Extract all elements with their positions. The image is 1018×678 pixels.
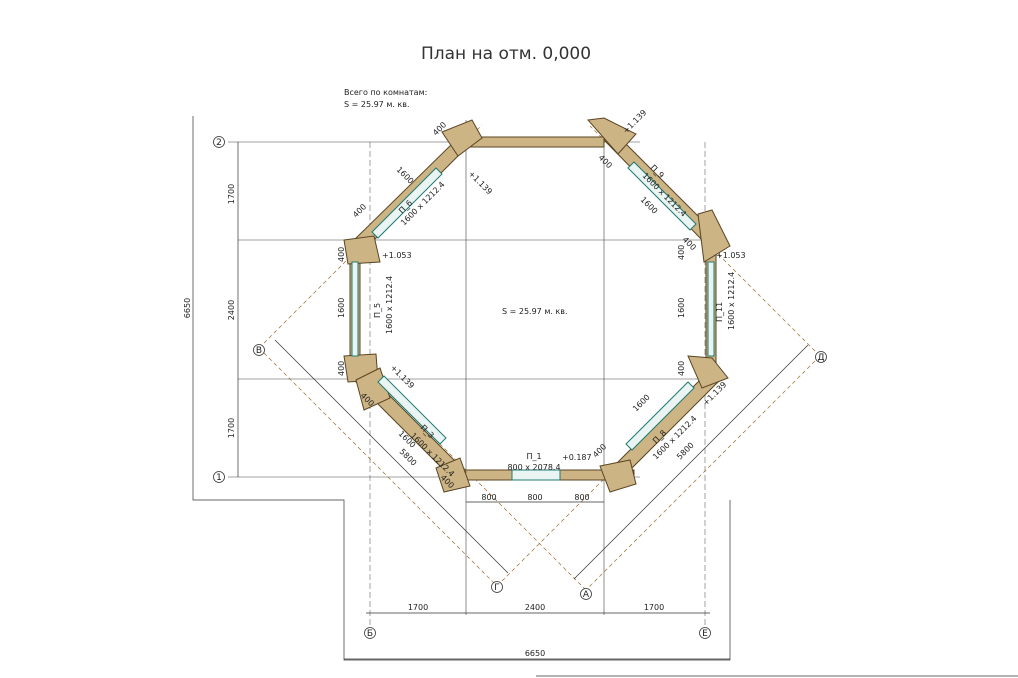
dim-400-left-lower: 400 — [337, 361, 346, 376]
corner-block-top-right — [586, 117, 637, 155]
corner-block-bottom-left — [435, 457, 471, 493]
level-mark-bottom: +0.187 — [562, 453, 592, 462]
window-p1-pane — [511, 469, 561, 481]
plan-title: План на отм. 0,000 — [421, 44, 591, 64]
axis-label-b: Б — [367, 629, 373, 639]
dim-line-5800-left — [274, 339, 509, 574]
dim-1700-bottom-right: 1700 — [644, 603, 664, 612]
dim-1600-right: 1600 — [677, 298, 686, 318]
dim-400-top-right: 400 — [597, 153, 614, 170]
level-mark-top-right: +1.139 — [621, 108, 648, 135]
axis-bubble-v: В — [253, 344, 265, 356]
dim-5800-right: 5800 — [675, 441, 696, 462]
area-summary-value: S = 25.97 м. кв. — [344, 100, 410, 109]
axis-label-v: В — [256, 346, 262, 356]
axis-diagonal-v-lower — [258, 347, 498, 587]
dim-1600-bottom-right: 1600 — [631, 393, 652, 414]
corner-block-bottom-right — [599, 459, 637, 493]
corner-block-top-left — [441, 119, 483, 157]
axis-label-g: Г — [494, 583, 500, 593]
dim-2400-bottom: 2400 — [525, 603, 545, 612]
dim-400-left-upper: 400 — [337, 247, 346, 262]
dim-800-right: 800 — [574, 493, 589, 502]
dim-800-mid: 800 — [527, 493, 542, 502]
axis-label-d: Д — [817, 353, 824, 363]
window-p3-pane — [377, 375, 447, 445]
window-p5-mark: П_5 — [373, 303, 382, 318]
dim-800-left: 800 — [481, 493, 496, 502]
dim-1700-left-top: 1700 — [227, 184, 236, 204]
window-p8-pane — [625, 381, 695, 451]
dim-6650-horizontal: 6650 — [525, 649, 545, 658]
dim-2400-left: 2400 — [227, 300, 236, 320]
axis-bubble-1: 1 — [213, 471, 225, 483]
dim-1700-bottom-left: 1700 — [408, 603, 428, 612]
axis-label-1: 1 — [216, 473, 222, 483]
axis-label-a: А — [583, 590, 590, 600]
dim-1700-left-bottom: 1700 — [227, 418, 236, 438]
outer-frame — [192, 116, 731, 661]
level-mark-right: +1.053 — [716, 251, 746, 260]
dim-6650-vertical: 6650 — [183, 298, 192, 318]
dim-400-bottom-right: 400 — [591, 442, 608, 459]
dim-5800-left: 5800 — [398, 447, 419, 468]
area-summary-label: Всего по комнатам: — [344, 88, 427, 97]
axis-bubble-2: 2 — [213, 136, 225, 148]
window-p1-size: 800 х 2078.4 — [507, 463, 560, 472]
window-p11-pane — [707, 261, 715, 357]
axis-label-e: Е — [702, 629, 708, 639]
corner-block-right-bottom — [687, 355, 729, 389]
room-area-label: S = 25.97 м. кв. — [502, 307, 568, 316]
axis-bubble-g: Г — [491, 581, 503, 593]
window-p5-pane — [351, 261, 359, 357]
window-p11-mark: П_11 — [715, 302, 724, 322]
level-mark-left: +1.053 — [382, 251, 412, 260]
dim-1600-left: 1600 — [337, 298, 346, 318]
corner-block-right-top — [697, 209, 731, 263]
window-p6-pane — [371, 167, 443, 239]
window-p9-size: 1600 х 1212.4 — [641, 171, 688, 218]
corner-block-left-top — [343, 235, 381, 265]
axis-diagonal-d-lower — [585, 355, 821, 591]
windows — [351, 161, 715, 481]
window-p9-pane — [627, 161, 697, 231]
dim-400-right-upper: 400 — [677, 245, 686, 260]
window-p1-mark: П_1 — [526, 452, 541, 461]
dim-400-left-top: 400 — [351, 202, 368, 219]
window-p11-size: 1600 х 1212.4 — [727, 272, 736, 330]
dim-1600-top-right: 1600 — [639, 195, 660, 216]
axis-bubble-d: Д — [815, 351, 827, 363]
axis-bubble-a: А — [580, 588, 592, 600]
axis-bubble-b: Б — [364, 627, 376, 639]
dim-line-5800-right — [573, 344, 809, 580]
axis-label-2: 2 — [216, 138, 222, 148]
level-mark-top-left: +1.139 — [467, 169, 494, 196]
window-p5-size: 1600 х 1212.4 — [385, 276, 394, 334]
axis-bubble-e: Е — [699, 627, 711, 639]
dim-400-right-lower: 400 — [677, 361, 686, 376]
wall-top — [465, 136, 605, 148]
